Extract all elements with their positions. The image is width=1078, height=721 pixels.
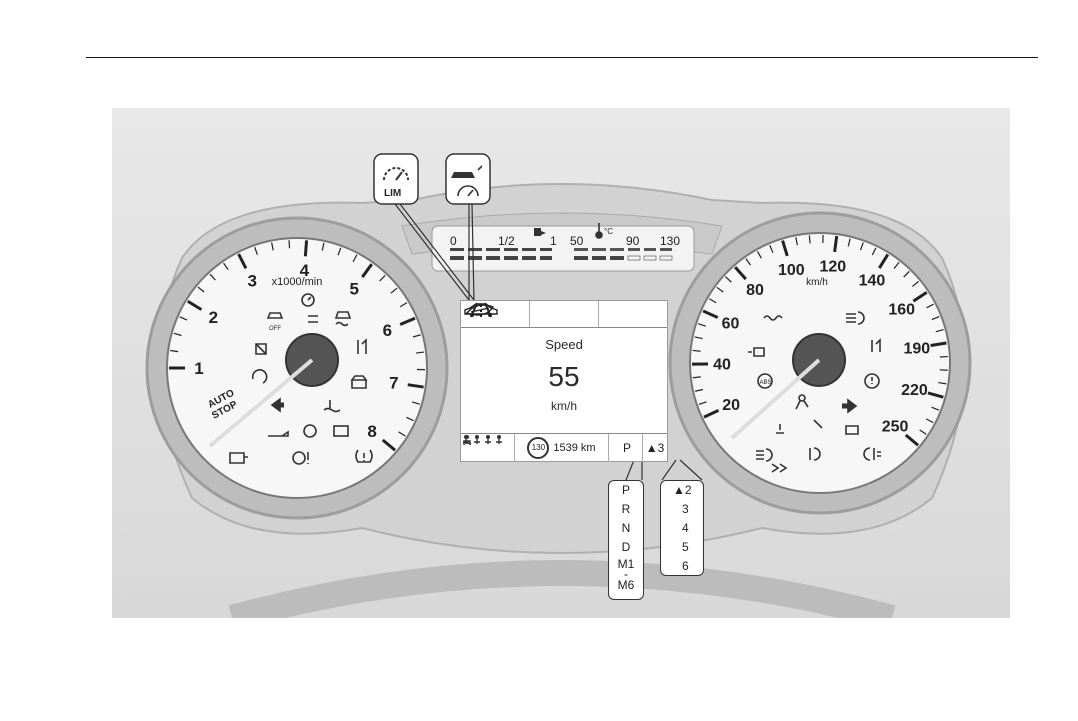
limiter-label: LIM [384,188,401,199]
tach-tick-label: 1 [194,359,203,378]
temp-unit-label: °C [604,227,613,236]
svg-text:OFF: OFF [269,326,281,332]
speed-limiter-callout: LIM [374,154,418,204]
status-bar: 130 1539 km P ▲3 [461,433,667,462]
gear-option: M6 [609,577,643,593]
gear-number: 3 [673,500,703,519]
tach-unit-label: x1000/min [272,276,323,288]
tach-tick-label: 6 [383,321,392,340]
temp-gauge-label: 90 [626,234,640,248]
display-tabs [461,301,667,328]
gear-cell: P [609,434,643,462]
speed-minor-tick [693,350,701,351]
tach-tick-label: 3 [248,272,257,291]
speed-tick-label: 160 [888,302,915,319]
gear-number: ▲2 [673,481,703,500]
speed-tick-label: 140 [859,272,886,289]
seatbelt-reminder-icon [461,434,473,446]
speed-tick-label: 20 [722,397,740,414]
gear-selector-callout: P R N D M1 - M6 [608,480,644,600]
speed-tick-label: 190 [903,340,930,357]
eco-leaf-icon [461,301,501,319]
gear-number-callout: ▲2 3 4 5 6 [660,480,704,576]
gear-position: P [623,441,631,455]
speed-tick-label: 220 [901,382,928,399]
speed-sign-icon: 130 [527,437,549,459]
speed-tick-label: 100 [778,262,805,279]
speed-unit: km/h [461,399,667,413]
tach-tick-label: 7 [389,374,398,393]
tach-tick-label: 2 [209,308,218,327]
fuel-gauge-label: 1/2 [498,234,515,248]
range-cell: 130 1539 km [515,434,609,462]
gear-number: 6 [673,557,703,576]
tach-major-tick [305,240,306,256]
tab-vehicle[interactable] [530,301,599,327]
range-distance: 1539 km [553,442,595,454]
speed-unit-label: km/h [806,277,828,288]
temp-gauge-label: 50 [570,234,584,248]
speed-value: 55 [461,361,667,393]
fuel-gauge-label: 0 [450,234,457,248]
speed-minor-tick [809,235,810,243]
temp-gauge-label: 130 [660,234,680,248]
fuel-temp-bar [432,223,694,271]
svg-text:ABS: ABS [760,380,772,386]
header-rule [86,57,1038,58]
speed-tick-label: 60 [722,316,740,333]
instrument-cluster-figure: 12345678x1000/minAUTOSTOP 20406080100120… [112,108,1010,618]
tab-eco[interactable] [599,301,667,327]
tach-tick-label: 5 [349,279,358,298]
gear-number: 4 [673,519,703,538]
gear-option: R [609,500,643,519]
tach-tick-label: 8 [367,422,376,441]
speed-tick-label: 40 [713,356,731,373]
adaptive-cruise-callout [446,154,490,204]
speed-tick-label: 120 [819,258,846,275]
gear-option: P [609,481,643,500]
gear-option: D [609,538,643,557]
gear-option: N [609,519,643,538]
driver-information-display: Speed 55 km/h 130 1539 km P ▲3 [460,300,668,462]
speed-major-tick [835,236,837,252]
display-title: Speed [461,337,667,352]
gear-number: 5 [673,538,703,557]
speed-tick-label: 250 [882,419,909,436]
speed-tick-label: 80 [746,282,764,299]
fuel-gauge-label: 1 [550,234,557,248]
gear-recommendation: ▲3 [643,434,667,462]
